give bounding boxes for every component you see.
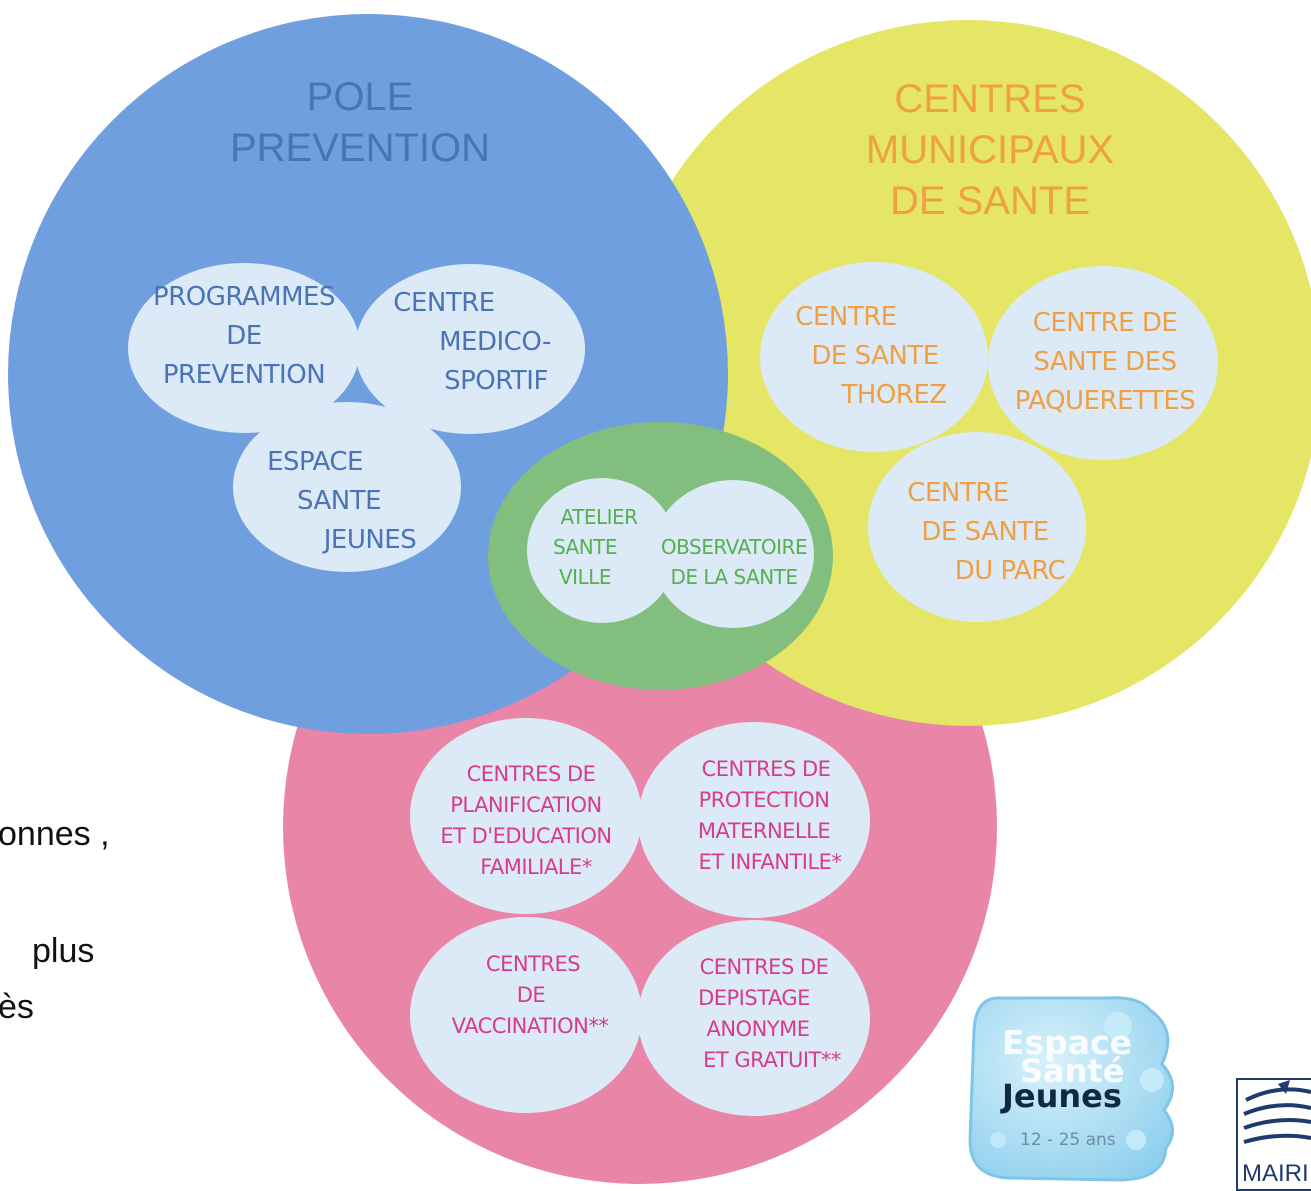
protection-bubble: [638, 722, 870, 918]
planification-bubble: [410, 718, 642, 914]
parc-label: CENTRE DE SANTE DU PARC: [907, 478, 1066, 586]
observatoire-label: OBSERVATOIRE DE LA SANTE: [660, 535, 808, 589]
programmes-label: PROGRAMMES DE PREVENTION: [153, 282, 335, 390]
medico-label: CENTRE MEDICO- SPORTIF: [393, 288, 551, 396]
paquerettes-bubble: [988, 266, 1218, 460]
background-text-line3: ès: [0, 988, 34, 1026]
mairie-text: MAIRI: [1242, 1160, 1309, 1187]
vaccination-label: CENTRES DE VACCINATION**: [451, 952, 609, 1038]
logo-age-text: 12 - 25 ans: [1020, 1130, 1116, 1150]
medico-bubble: [355, 264, 585, 434]
thorez-label: CENTRE DE SANTE THOREZ: [795, 302, 947, 410]
logo-espace-text: Espace: [1002, 1023, 1133, 1062]
espace-sante-jeunes-logo: Espace Santé Jeunes 12 - 25 ans: [968, 990, 1180, 1185]
centres-municipaux-title: CENTRES MUNICIPAUX DE SANTE: [865, 77, 1115, 223]
logo-jeunes-text: Jeunes: [1002, 1077, 1122, 1115]
logo-sante-text: Santé: [1020, 1052, 1125, 1090]
thorez-bubble: [760, 262, 988, 452]
espace-label: ESPACE SANTE JEUNES: [267, 447, 417, 555]
logo-bubble-shape: [968, 996, 1174, 1182]
depistage-label: CENTRES DE DEPISTAGE ANONYME ET GRATUIT*…: [698, 955, 841, 1072]
background-text-line2: plus: [32, 932, 95, 970]
atelier-label: ATELIER SANTE VILLE: [552, 505, 638, 589]
mairie-emblem-icon: [1238, 1080, 1311, 1158]
planification-label: CENTRES DE PLANIFICATION ET D'EDUCATION …: [440, 762, 612, 879]
pole-prevention-title: POLE PREVENTION: [229, 75, 491, 170]
vaccination-bubble: [410, 917, 642, 1113]
protection-label: CENTRES DE PROTECTION MATERNELLE ET INFA…: [697, 757, 842, 874]
parc-bubble: [868, 432, 1086, 622]
background-text-line1: onnes ,: [0, 815, 110, 853]
espace-bubble: [233, 402, 461, 572]
depistage-bubble: [638, 920, 870, 1116]
paquerettes-label: CENTRE DE SANTE DES PAQUERETTES: [1014, 308, 1196, 416]
observatoire-bubble: [652, 480, 814, 628]
mairie-logo: MAIRI: [1236, 1078, 1311, 1191]
